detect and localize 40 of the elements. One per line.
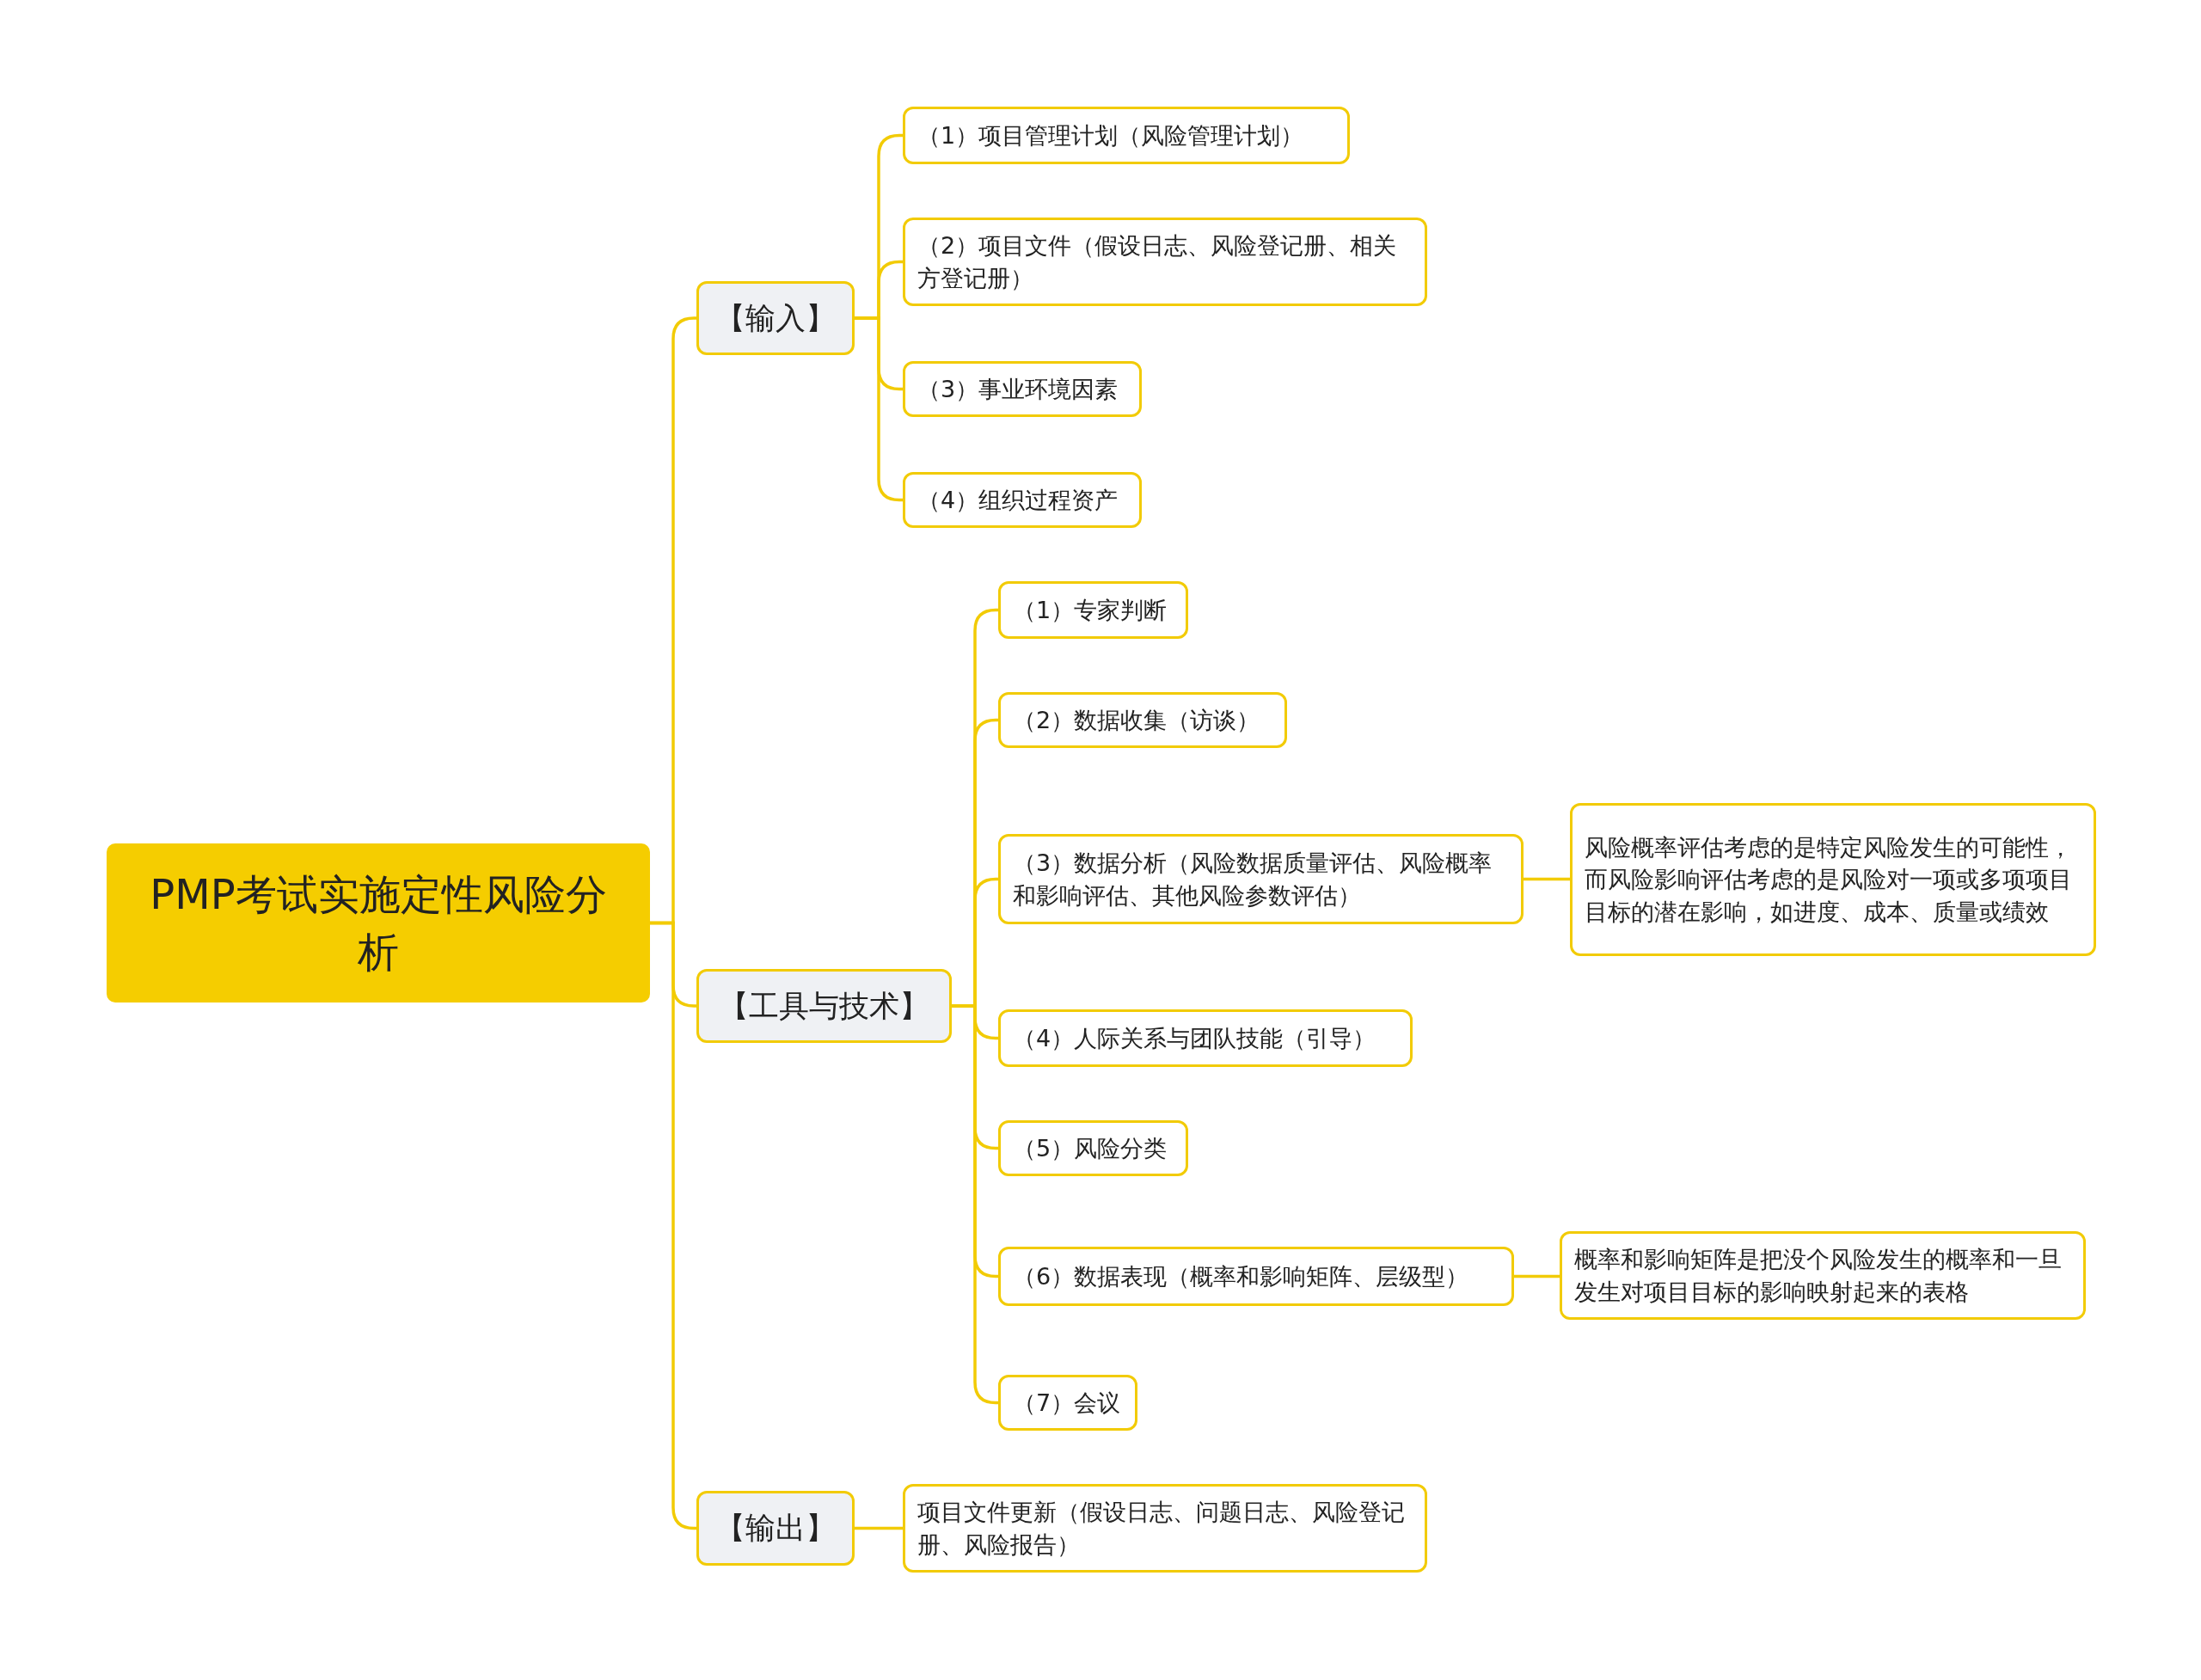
topic-text: （6）数据表现（概率和影响矩阵、层级型） — [1013, 1261, 1469, 1291]
topic-box — [903, 107, 1350, 164]
topic-box — [903, 361, 1142, 417]
topic-box — [998, 834, 1524, 924]
connector-line — [952, 1004, 999, 1405]
category-box — [696, 281, 855, 355]
topic-box — [903, 472, 1142, 528]
connector-line — [855, 1526, 903, 1530]
connector-line — [1524, 877, 1570, 881]
topic-text: （3）数据分析（风险数据质量评估、风险概率和影响评估、其他风险参数评估） — [1013, 849, 1493, 911]
category-box — [696, 969, 952, 1043]
topic-text: 风险概率评估考虑的是特定风险发生的可能性，而风险影响评估考虑的是风险对一项或多项项目目标的潜在影响，如进度、成本、质量或绩效 — [1585, 833, 2073, 927]
topic-box — [998, 1247, 1514, 1306]
topic-box — [998, 1009, 1413, 1067]
topic-box — [1560, 1231, 2086, 1320]
topic-text: （3）事业环境因素 — [917, 374, 1119, 404]
topic-text: （1）专家判断 — [1013, 595, 1168, 625]
topic-box — [998, 1375, 1137, 1431]
topic-box — [998, 1120, 1188, 1176]
topic-box — [1570, 803, 2096, 956]
topic-text: （5）风险分类 — [1013, 1133, 1168, 1163]
category-box — [696, 1491, 855, 1566]
topic-text: 项目文件更新（假设日志、问题日志、风险登记册、风险报告） — [917, 1498, 1406, 1560]
central-topic — [107, 843, 650, 1002]
topic-text: 【工具与技术】 — [719, 987, 929, 1025]
topic-text: （2）项目文件（假设日志、风险登记册、相关方登记册） — [917, 231, 1398, 293]
topic-box — [903, 218, 1427, 306]
topic-text: （4）人际关系与团队技能（引导） — [1013, 1023, 1376, 1053]
topic-text: （1）项目管理计划（风险管理计划） — [917, 120, 1304, 150]
topic-box — [903, 1484, 1427, 1573]
topic-text: PMP考试实施定性风险分析 — [149, 869, 608, 978]
topic-text: （7）会议 — [1013, 1388, 1121, 1418]
topic-text: （4）组织过程资产 — [917, 485, 1119, 515]
topic-text: （2）数据收集（访谈） — [1013, 705, 1260, 735]
topic-text: 概率和影响矩阵是把没个风险发生的概率和一旦发生对项目目标的影响映射起来的表格 — [1574, 1245, 2063, 1307]
topic-box — [998, 692, 1287, 748]
topic-text: 【输入】 — [715, 299, 836, 337]
topic-box — [998, 581, 1188, 639]
topic-text: 【输出】 — [715, 1510, 836, 1548]
connector-line — [1514, 1274, 1560, 1278]
